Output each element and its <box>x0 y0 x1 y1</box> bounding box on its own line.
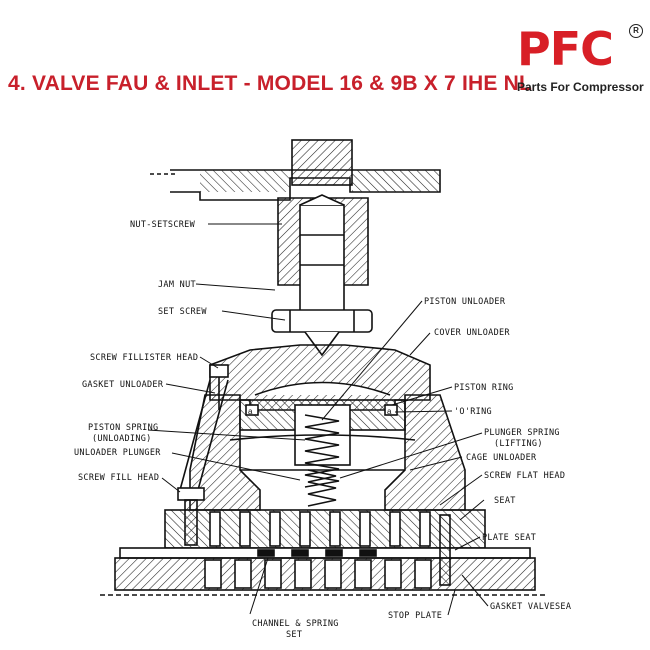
registered-mark-icon: R <box>629 24 643 38</box>
label-channel-spring-1: CHANNEL & SPRING <box>252 619 339 629</box>
setscrew-shank <box>299 204 345 316</box>
label-plunger-spring-1: PLUNGER SPRING <box>484 428 560 438</box>
stop-plate-ports <box>204 559 432 589</box>
brand-logo: PFC R Parts For Compressor <box>505 22 645 100</box>
plate-seat-slots <box>257 549 377 557</box>
plunger-spring-coil <box>307 469 337 507</box>
label-stop-plate: STOP PLATE <box>388 611 442 621</box>
label-plate-seat: PLATE SEAT <box>482 533 536 543</box>
logo-mark: PFC <box>517 22 614 76</box>
fillister-screw <box>209 364 229 378</box>
label-screw-fillister-head: SCREW FILLISTER HEAD <box>90 353 198 363</box>
plate-seat-shape <box>119 547 531 559</box>
label-cover-unloader: COVER UNLOADER <box>434 328 510 338</box>
label-nut-setscrew: NUT-SETSCREW <box>130 220 196 230</box>
jam-nut-shape <box>271 309 373 333</box>
drawing-body: a a <box>100 139 545 596</box>
label-plunger-spring-2: (LIFTING) <box>494 439 543 449</box>
label-screw-fill-head: SCREW FILL HEAD <box>78 473 159 483</box>
label-piston-spring-2: (UNLOADING) <box>92 434 152 444</box>
label-unloader-plunger: UNLOADER PLUNGER <box>74 448 161 458</box>
seat-ports <box>209 511 431 547</box>
leader-lines <box>147 223 489 616</box>
label-piston-spring-1: PISTON SPRING <box>88 423 158 433</box>
label-gasket-unloader: GASKET UNLOADER <box>82 380 164 390</box>
cage-unloader-shape <box>189 394 261 511</box>
label-cage-unloader: CAGE UNLOADER <box>466 453 537 463</box>
label-piston-unloader: PISTON UNLOADER <box>424 297 506 307</box>
label-piston-ring: PISTON RING <box>454 383 514 393</box>
page-title: 4. VALVE FAU & INLET - MODEL 16 & 9B X 7… <box>8 72 532 95</box>
logo-tagline: Parts For Compressor <box>517 80 644 94</box>
piston-spring-coil <box>304 414 340 488</box>
label-gasket-valve-sea: GASKET VALVESEA <box>490 602 571 612</box>
label-set-screw: SET SCREW <box>158 307 207 317</box>
callout-labels: NUT-SETSCREW JAM NUT SET SCREW SCREW FIL… <box>74 220 571 640</box>
t-handle-hub <box>291 139 353 186</box>
label-jam-nut: JAM NUT <box>158 280 196 290</box>
label-screw-flat-head: SCREW FLAT HEAD <box>484 471 565 481</box>
svg-text:a: a <box>387 407 392 416</box>
label-seat: SEAT <box>494 496 516 506</box>
svg-text:a: a <box>248 407 253 416</box>
label-channel-spring-2: SET <box>286 630 302 640</box>
label-o-ring: 'O'RING <box>454 407 492 417</box>
fill-head-screw <box>177 487 205 501</box>
